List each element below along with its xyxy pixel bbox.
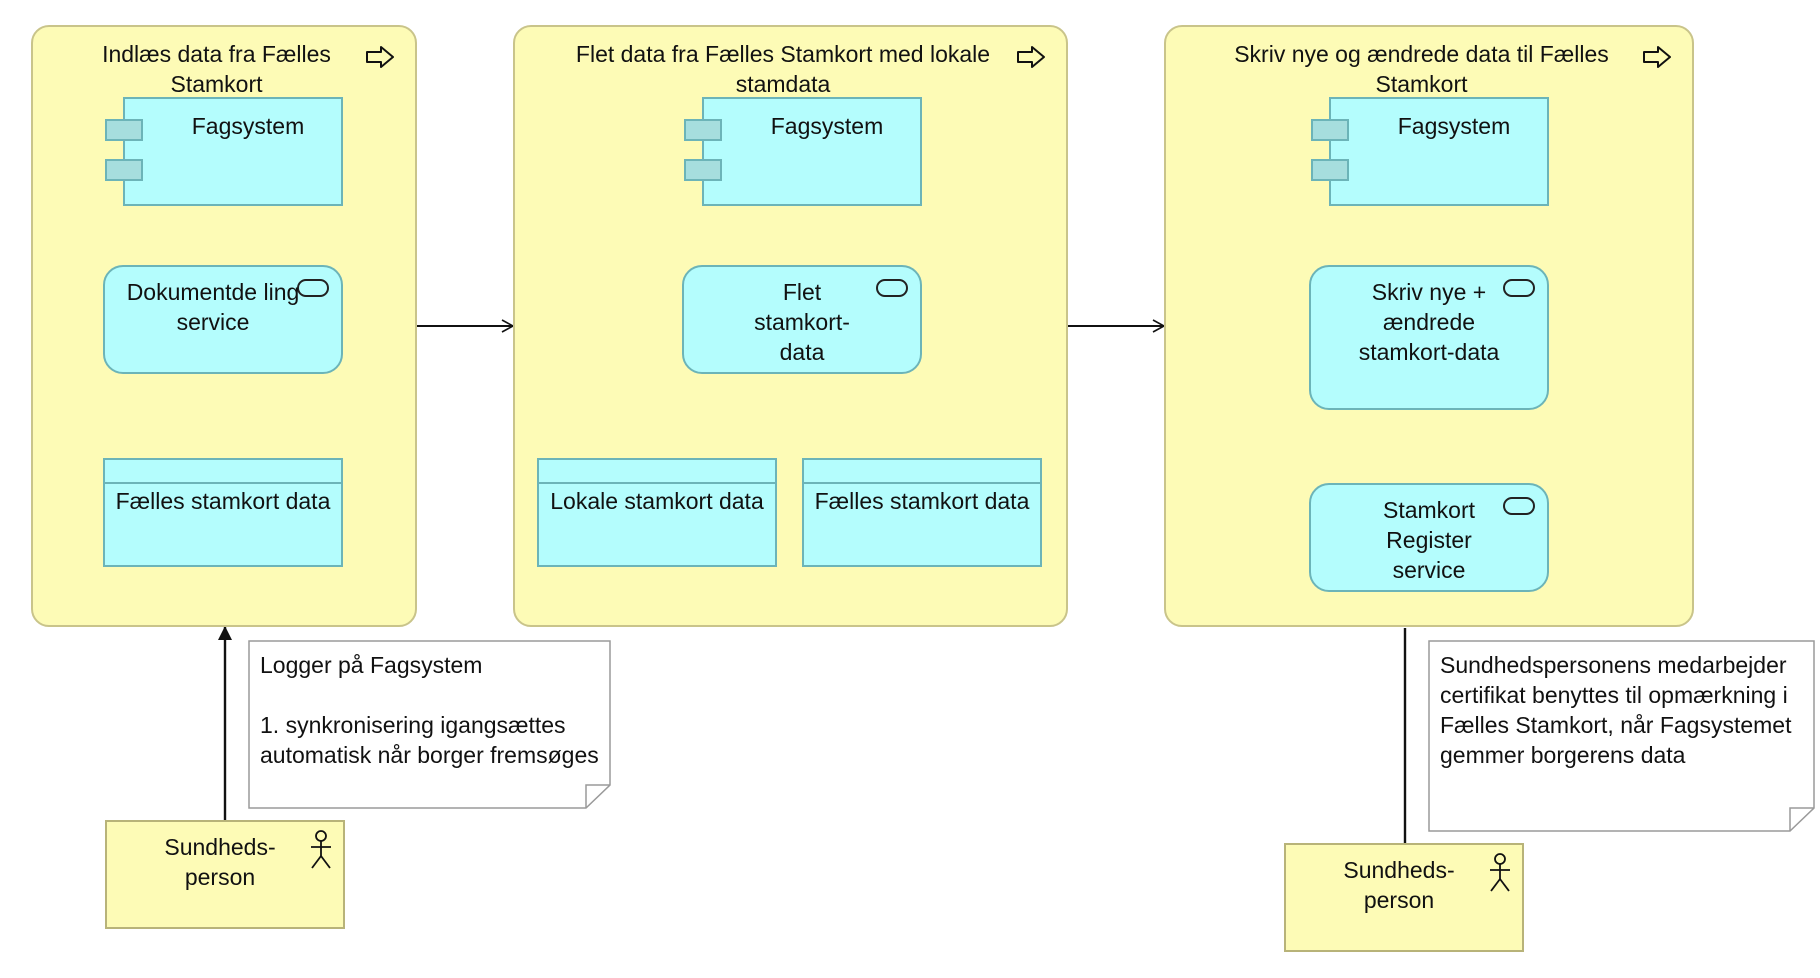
component-tab-icon	[105, 159, 143, 181]
service-icon	[1503, 279, 1535, 297]
component-fagsystem[interactable]: Fagsystem	[684, 97, 922, 206]
note-text: Logger på Fagsystem 1. synkronisering ig…	[260, 652, 599, 768]
process-title: Indlæs data fra Fælles Stamkort	[102, 41, 331, 97]
component-tab-icon	[684, 119, 722, 141]
component-tab-icon	[684, 159, 722, 181]
note-medarbejder-certifikat: Sundhedspersonens medarbejder certifikat…	[1428, 640, 1815, 832]
component-fagsystem[interactable]: Fagsystem	[105, 97, 343, 206]
service-stamkort-register[interactable]: Stamkort Register service	[1309, 483, 1549, 592]
service-dokumentdeling[interactable]: Dokumentde ling service	[103, 265, 343, 374]
actor-sundhedsperson[interactable]: Sundheds-person	[1284, 843, 1524, 952]
actor-label: Sundheds-person	[1343, 857, 1455, 913]
note-shape	[1428, 640, 1815, 832]
service-label: Skriv nye + ændrede stamkort-data	[1358, 279, 1500, 365]
service-icon	[1503, 497, 1535, 515]
actor-label: Sundheds-person	[164, 834, 276, 890]
actor-person-icon	[311, 830, 331, 869]
component-label: Fagsystem	[1397, 113, 1511, 139]
data-object-faelles-stamkort[interactable]: Fælles stamkort data	[802, 458, 1042, 567]
actor-sundhedsperson[interactable]: Sundheds-person	[105, 820, 345, 929]
service-flet-stamkortdata[interactable]: Flet stamkort-data	[682, 265, 922, 374]
service-icon	[297, 279, 329, 297]
process-arrow-icon	[1017, 46, 1045, 68]
data-object-band	[539, 482, 775, 484]
service-label: Flet stamkort-data	[754, 279, 850, 365]
note-text: Sundhedspersonens medarbejder certifikat…	[1440, 652, 1792, 768]
component-fagsystem[interactable]: Fagsystem	[1311, 97, 1549, 206]
data-object-faelles-stamkort[interactable]: Fælles stamkort data	[103, 458, 343, 567]
process-arrow-icon	[1643, 46, 1671, 68]
service-skriv-stamkortdata[interactable]: Skriv nye + ændrede stamkort-data	[1309, 265, 1549, 410]
note-logger-paa-fagsystem: Logger på Fagsystem 1. synkronisering ig…	[248, 640, 611, 809]
data-object-label: Fælles stamkort data	[814, 488, 1030, 514]
data-object-lokale-stamkort[interactable]: Lokale stamkort data	[537, 458, 777, 567]
component-tab-icon	[1311, 119, 1349, 141]
data-object-band	[804, 482, 1040, 484]
process-title: Skriv nye og ændrede data til Fælles Sta…	[1234, 41, 1609, 97]
actor-person-icon	[1490, 853, 1510, 892]
service-icon	[876, 279, 908, 297]
service-label: Stamkort Register service	[1382, 497, 1476, 583]
data-object-band	[105, 482, 341, 484]
data-object-label: Lokale stamkort data	[550, 488, 764, 514]
process-arrow-icon	[366, 46, 394, 68]
component-label: Fagsystem	[191, 113, 305, 139]
component-tab-icon	[105, 119, 143, 141]
service-label: Dokumentde ling service	[126, 279, 300, 335]
process-title: Flet data fra Fælles Stamkort med lokale…	[575, 41, 991, 97]
component-label: Fagsystem	[770, 113, 884, 139]
note-shape	[248, 640, 611, 809]
component-tab-icon	[1311, 159, 1349, 181]
data-object-label: Fælles stamkort data	[115, 488, 331, 514]
